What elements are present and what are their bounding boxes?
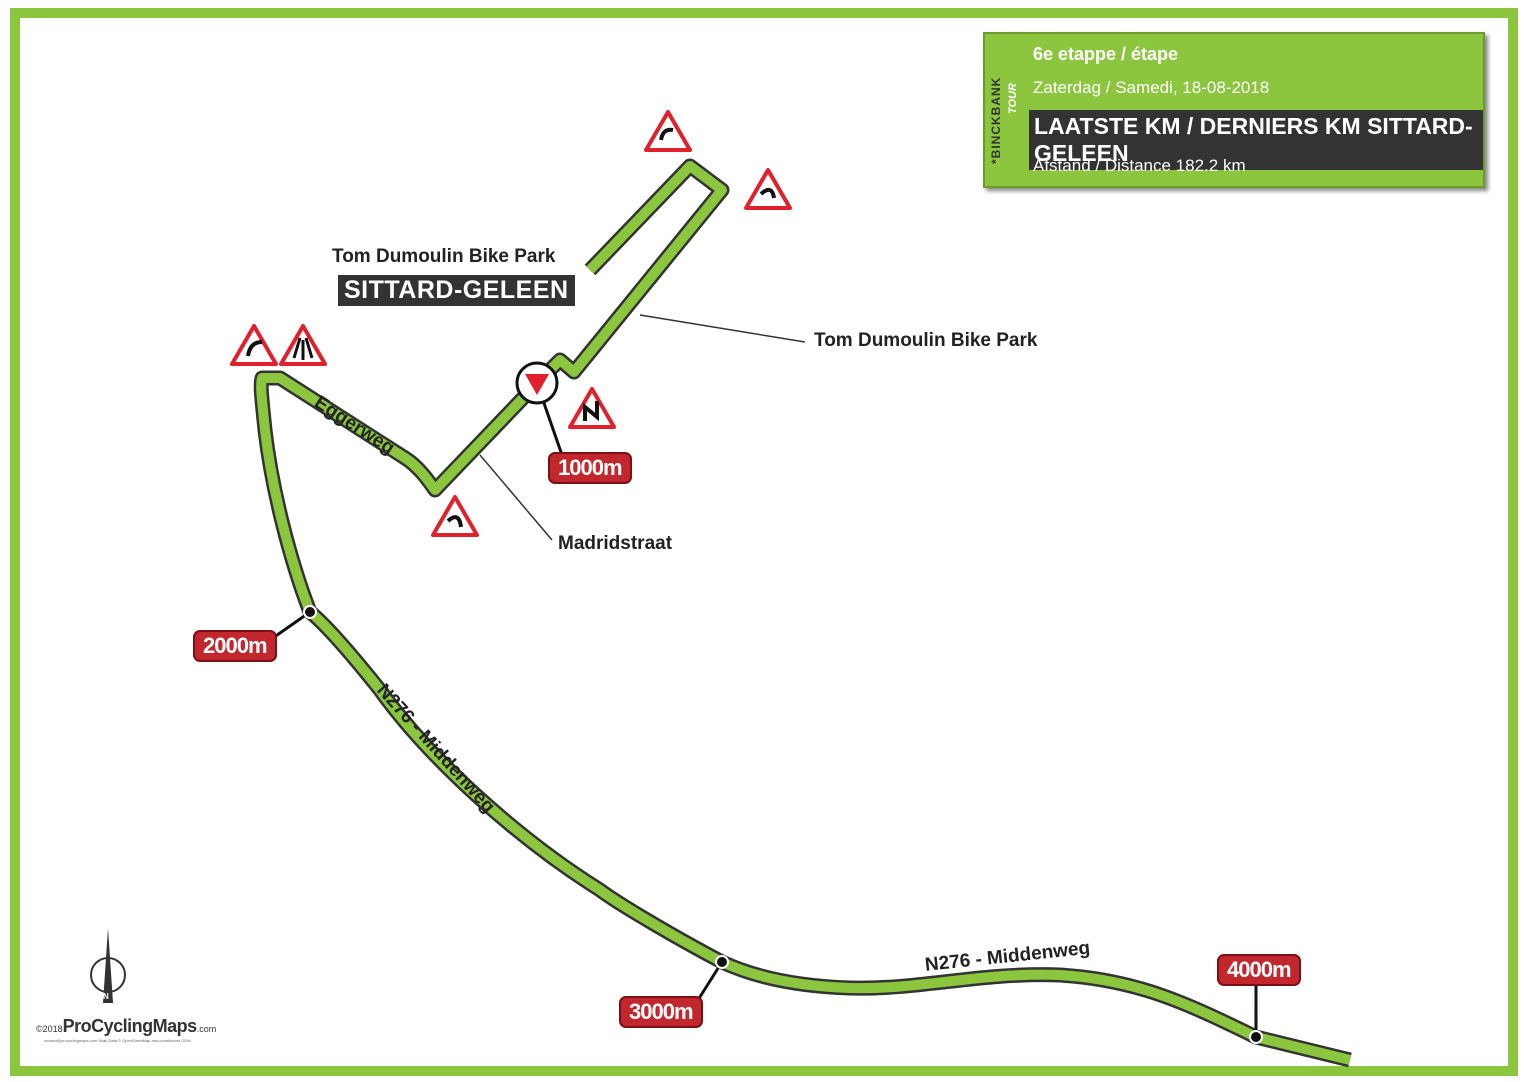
km-marker-2000: 2000m — [193, 630, 277, 662]
stage-number: 6e etappe / étape — [1033, 44, 1179, 64]
warning-curve-icon — [644, 110, 692, 152]
street-label-bike-park: Tom Dumoulin Bike Park — [814, 330, 1038, 351]
stage-info-box: *BINCKBANK TOUR 6e etappe / étape Zaterd… — [983, 32, 1485, 188]
copyright: ©2018 — [36, 1024, 63, 1034]
warning-curve-icon — [744, 168, 792, 210]
procyclingmaps-logo: ©2018ProCyclingMaps.com — [36, 1016, 216, 1037]
finish-city-label: SITTARD-GELEEN — [338, 275, 575, 306]
bike-park-leader — [639, 314, 806, 343]
km-2000-dot — [303, 605, 317, 619]
brand-logo: *BINCKBANK — [989, 76, 1003, 164]
km-4000-dot — [1249, 1030, 1263, 1044]
logo-text: ProCyclingMaps — [62, 1016, 198, 1036]
stage-date: Zaterdag / Samedi, 18-08-2018 — [1033, 78, 1270, 97]
warning-road-narrows-icon — [279, 324, 327, 366]
km-marker-4000: 4000m — [1217, 954, 1301, 986]
stage-distance: Afstand / Distance 182.2 km — [1033, 156, 1246, 175]
km-3000-dot — [715, 955, 729, 969]
flamme-rouge-icon — [515, 361, 559, 405]
compass-icon — [90, 928, 126, 1003]
warning-curve-icon — [230, 324, 278, 366]
brand-logo-sub: TOUR — [1007, 83, 1019, 114]
km-marker-3000: 3000m — [619, 996, 703, 1028]
madridstraat-leader — [479, 454, 553, 541]
warning-double-curve-icon — [568, 387, 616, 429]
km-marker-1000: 1000m — [548, 452, 632, 484]
route-fill — [256, 161, 1352, 1065]
map-title: LAATSTE KM / DERNIERS KM SITTARD-GELEEN — [1029, 110, 1483, 170]
street-label-madridstraat: Madridstraat — [558, 533, 673, 554]
compass-north-label: N — [103, 992, 109, 1001]
map-credits: contact@procyclingmaps.com /Map Data © O… — [44, 1038, 192, 1043]
logo-suffix: .com — [196, 1024, 217, 1034]
warning-curve-icon — [431, 495, 479, 537]
finish-venue-label: Tom Dumoulin Bike Park — [332, 246, 556, 267]
